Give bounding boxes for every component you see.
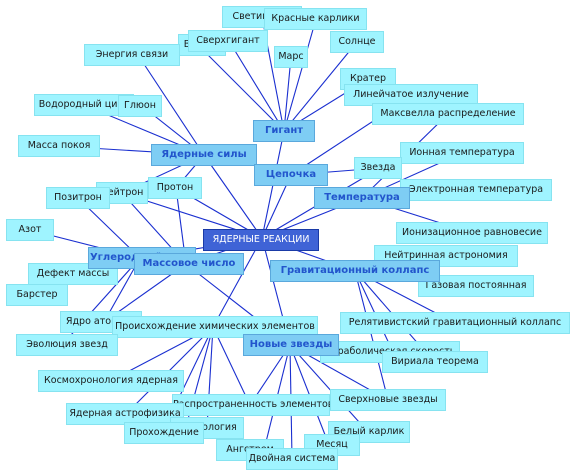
term-relyativ-kollaps[interactable]: Релятивистский гравитационный коллапс [340, 312, 570, 334]
term-ioniz-ravnovesie[interactable]: Ионизационное равновесие [396, 222, 548, 244]
term-gazovaya-postoyannaya[interactable]: Газовая постоянная [418, 275, 534, 297]
category-cepochka[interactable]: Цепочка [254, 164, 328, 186]
term-proishozhdenie[interactable]: Происхождение химических элементов [112, 316, 318, 338]
category-massovoe-chislo[interactable]: Массовое число [134, 253, 244, 275]
term-zvezda[interactable]: Звезда [354, 157, 402, 179]
term-proton[interactable]: Протон [148, 177, 202, 199]
term-mars[interactable]: Марс [274, 46, 308, 68]
category-yadernye-sily[interactable]: Ядерные силы [151, 144, 257, 166]
term-solnce[interactable]: Солнце [330, 31, 384, 53]
category-novye-zvezdy[interactable]: Новые звезды [243, 334, 339, 356]
term-dvoynaya-sistema[interactable]: Двойная система [246, 448, 338, 470]
term-krasnye-karliki[interactable]: Красные карлики [264, 8, 367, 30]
category-gigant[interactable]: Гигант [253, 120, 315, 142]
term-evolyuciya-zvezd[interactable]: Эволюция звезд [16, 334, 118, 356]
term-rasprostranennost[interactable]: Распространенность элементов [172, 394, 333, 416]
term-energiya-svyazi[interactable]: Энергия связи [84, 44, 180, 66]
term-sverhgigant[interactable]: Сверхгигант [188, 30, 268, 52]
term-vodorodny-cikl[interactable]: Водородный цикл [34, 94, 134, 116]
term-viriala[interactable]: Вириала теорема [382, 351, 488, 373]
term-prohozhdenie[interactable]: Прохождение [124, 422, 204, 444]
term-ionnaya-temp[interactable]: Ионная температура [400, 142, 524, 164]
term-azot[interactable]: Азот [6, 219, 54, 241]
term-sverhnovye[interactable]: Сверхновые звезды [330, 389, 446, 411]
term-maksvell[interactable]: Максвелла распределение [372, 103, 524, 125]
term-kosmohronologiya[interactable]: Космохронология ядерная [38, 370, 184, 392]
term-elektronnaya-temp[interactable]: Электронная температура [400, 179, 552, 201]
term-barster[interactable]: Барстер [6, 284, 68, 306]
category-temperatura[interactable]: Температура [314, 187, 410, 209]
center-node-yadernye-reakcii[interactable]: ЯДЕРНЫЕ РЕАКЦИИ [203, 229, 319, 251]
term-glyuon[interactable]: Глюон [118, 95, 162, 117]
category-grav-kollaps[interactable]: Гравитационный коллапс [270, 260, 440, 282]
term-massa-pokoya[interactable]: Масса покоя [18, 135, 100, 157]
term-pozitron[interactable]: Позитрон [46, 187, 110, 209]
